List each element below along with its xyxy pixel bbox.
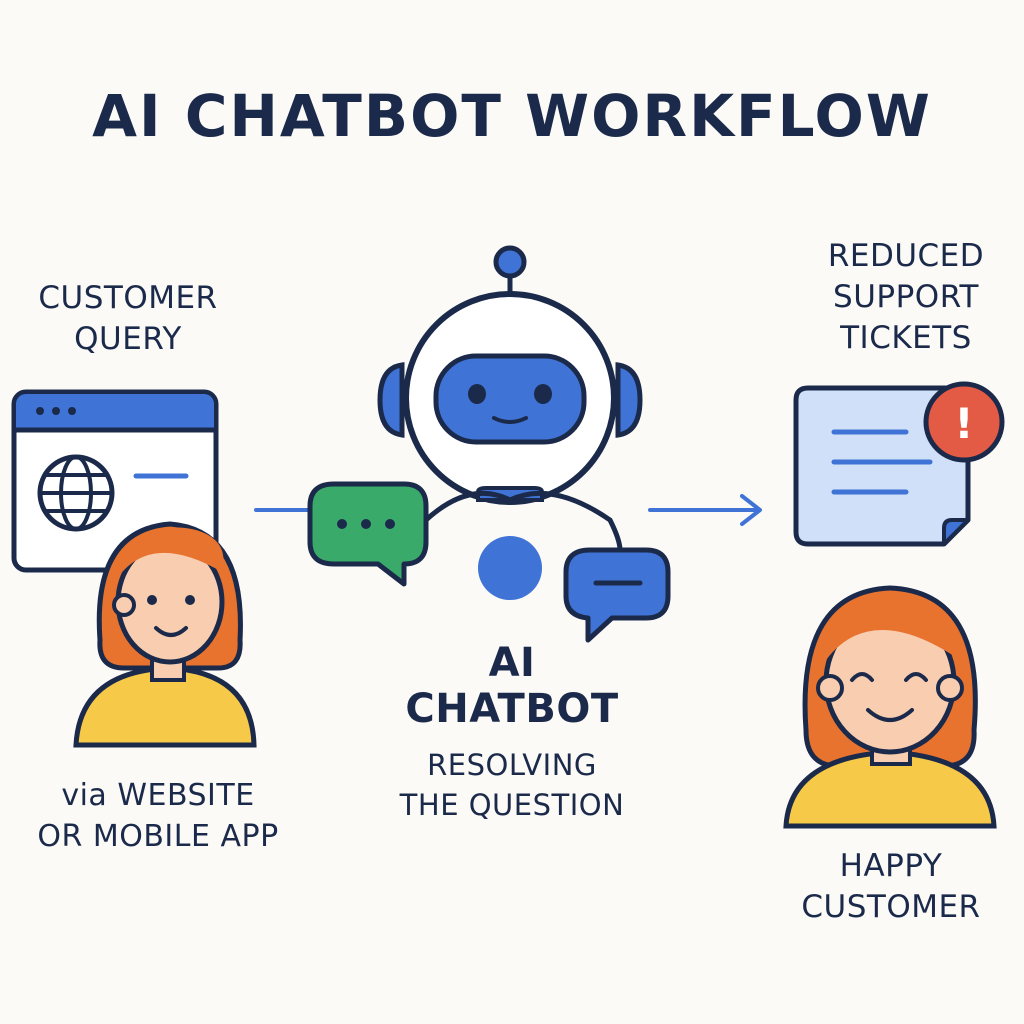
robot-icon	[377, 245, 643, 600]
channel-caption-line-1: via WEBSITE	[61, 778, 255, 813]
ai-chatbot-line-1: AI	[488, 640, 536, 686]
happy-customer-avatar	[783, 585, 997, 829]
alert-icon: !	[923, 381, 1005, 463]
diagram-title: AI CHATBOT WORKFLOW	[92, 82, 932, 150]
chat-bubble-line-icon	[563, 547, 671, 643]
arrow-right-icon	[648, 494, 762, 526]
chat-bubble-dots-icon	[307, 481, 429, 587]
reduced-tickets-label: REDUCED SUPPORT TICKETS	[795, 236, 1017, 359]
ai-chatbot-line-2: CHATBOT	[405, 686, 619, 732]
happy-customer-line-1: HAPPY	[839, 848, 943, 884]
channel-caption-line-2: OR MOBILE APP	[37, 819, 279, 854]
happy-customer-line-2: CUSTOMER	[801, 889, 981, 925]
reduced-tickets-line-2: SUPPORT	[833, 279, 979, 315]
reduced-tickets-line-1: REDUCED	[827, 238, 985, 274]
channel-caption: via WEBSITE OR MOBILE APP	[12, 775, 304, 857]
customer-avatar	[73, 521, 257, 748]
customer-query-label: CUSTOMER QUERY	[12, 278, 244, 360]
customer-query-line-2: QUERY	[74, 321, 182, 357]
happy-customer-label: HAPPY CUSTOMER	[775, 846, 1007, 928]
resolving-caption-line-1: RESOLVING	[427, 748, 597, 782]
reduced-tickets-line-3: TICKETS	[840, 320, 972, 356]
globe-icon	[37, 454, 115, 532]
ai-chatbot-label: AI CHATBOT	[362, 640, 662, 732]
alert-symbol: !	[954, 399, 973, 448]
resolving-caption-line-2: THE QUESTION	[399, 788, 625, 822]
customer-query-line-1: CUSTOMER	[38, 280, 218, 316]
resolving-caption: RESOLVING THE QUESTION	[362, 745, 662, 825]
